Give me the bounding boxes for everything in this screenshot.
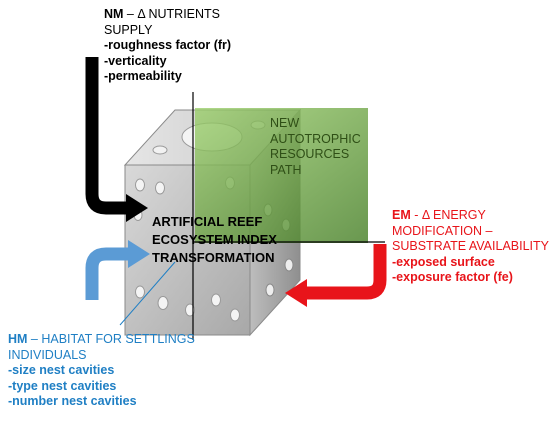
diagonal-leader-line xyxy=(119,261,176,326)
pathway-line: PATH xyxy=(270,162,302,177)
hm-item: -type nest cavities xyxy=(8,378,117,393)
nm-title-line2: SUPPLY xyxy=(104,22,153,37)
em-code: EM xyxy=(392,208,411,222)
center-label-block: ARTIFICIAL REEF ECOSYSTEM INDEX TRANSFOR… xyxy=(152,213,277,267)
pathway-line: NEW xyxy=(270,116,300,130)
hm-arrow xyxy=(85,240,150,300)
hm-item: -number nest cavities xyxy=(8,394,137,408)
hm-label-block: HM – HABITAT FOR SETTLINGS INDIVIDUALS -… xyxy=(8,332,195,410)
hm-code: HM xyxy=(8,332,28,346)
em-label-block: EM - Δ ENERGY MODIFICATION – SUBSTRATE A… xyxy=(392,208,549,286)
em-title: - Δ ENERGY xyxy=(410,208,486,222)
hm-title: – HABITAT FOR SETTLINGS xyxy=(27,332,195,346)
em-item: -exposed surface xyxy=(392,254,495,269)
center-line: TRANSFORMATION xyxy=(152,250,275,265)
em-title-line: SUBSTRATE AVAILABILITY xyxy=(392,239,549,253)
pathway-line: AUTOTROPHIC xyxy=(270,131,361,146)
nm-item: -roughness factor (fr) xyxy=(104,38,232,52)
em-title-line: MODIFICATION – xyxy=(392,223,493,238)
center-line: ECOSYSTEM INDEX xyxy=(152,232,277,247)
nm-item: -verticality xyxy=(104,53,167,68)
nm-title: – Δ NUTRIENTS xyxy=(123,7,221,21)
em-arrow xyxy=(285,244,387,307)
autotrophic-pathway-box xyxy=(195,108,368,243)
em-item: -exposure factor (fe) xyxy=(392,270,513,284)
nm-label-block: NM – Δ NUTRIENTS SUPPLY -roughness facto… xyxy=(104,7,231,85)
hm-item: -size nest cavities xyxy=(8,363,115,377)
nm-arrow xyxy=(85,57,148,222)
center-line: ARTIFICIAL REEF xyxy=(152,214,263,229)
nm-item: -permeability xyxy=(104,69,182,83)
pathway-label-block: NEW AUTOTROPHIC RESOURCES PATH xyxy=(270,116,361,178)
hm-title-line2: INDIVIDUALS xyxy=(8,347,87,362)
pathway-line: RESOURCES xyxy=(270,147,350,161)
nm-code: NM xyxy=(104,7,124,21)
